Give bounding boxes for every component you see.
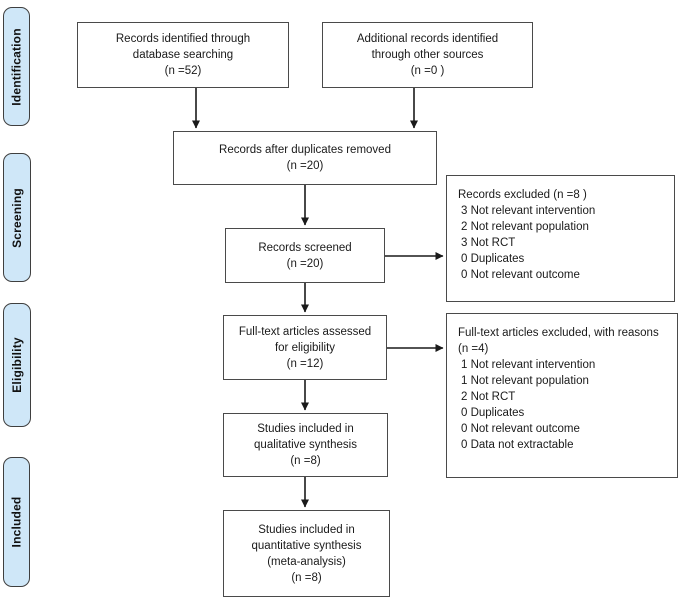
box-fulltext-excluded: Full-text articles excluded, with reason… [446, 313, 678, 478]
exclusion-reason: 0 Data not extractable [461, 439, 574, 451]
box-text: Studies included in [258, 523, 355, 536]
box-records-identified: Records identified through database sear… [77, 22, 289, 88]
exclusion-reason: 1 Not relevant intervention [461, 359, 596, 371]
exclusion-reason: 0 Not relevant outcome [461, 423, 580, 435]
box-count: (n =8) [290, 455, 321, 467]
box-text: Full-text articles assessed [238, 325, 372, 338]
box-count: (n =20) [286, 160, 324, 172]
box-text: Records excluded (n =8 ) [458, 189, 587, 201]
stage-included-label: Included [9, 496, 24, 548]
box-text: Records after duplicates removed [219, 144, 391, 156]
exclusion-reason: 0 Duplicates [461, 253, 525, 265]
box-text: Additional records identified [356, 33, 499, 45]
stage-screening-label: Screening [10, 187, 25, 248]
stage-eligibility: Eligibility [3, 303, 31, 427]
stage-included: Included [3, 457, 30, 587]
box-text: qualitative synthesis [254, 439, 357, 451]
box-text: Studies included in [257, 423, 354, 435]
box-text: Records identified through [115, 33, 251, 45]
box-count: (n =52) [164, 65, 202, 77]
box-count: (n =12) [286, 357, 324, 370]
stage-screening: Screening [3, 153, 31, 282]
box-qualitative-synthesis: Studies included in qualitative synthesi… [223, 413, 388, 477]
exclusion-reason: 1 Not relevant population [461, 375, 589, 387]
box-text: through other sources [371, 49, 484, 61]
box-records-excluded: Records excluded (n =8 ) 3 Not relevant … [446, 175, 675, 302]
box-count: (n =20) [286, 257, 324, 270]
box-text: database searching [132, 49, 234, 61]
box-text: for eligibility [274, 341, 336, 354]
box-count: (n =0 ) [410, 65, 445, 77]
box-text: quantitative synthesis [251, 539, 362, 552]
box-additional-records: Additional records identified through ot… [322, 22, 533, 88]
stage-identification: Identification [3, 7, 30, 126]
box-fulltext-assessed: Full-text articles assessed for eligibil… [223, 315, 387, 380]
box-text: Records screened [258, 241, 352, 254]
box-quantitative-synthesis: Studies included in quantitative synthes… [223, 510, 390, 597]
exclusion-reason: 0 Duplicates [461, 407, 525, 419]
box-count: (n =4) [458, 343, 489, 355]
exclusion-reason: 2 Not RCT [461, 391, 516, 403]
box-count: (n =8) [291, 571, 322, 584]
box-text: (meta-analysis) [267, 555, 346, 568]
stage-eligibility-label: Eligibility [10, 337, 25, 393]
exclusion-reason: 2 Not relevant population [461, 221, 589, 233]
box-records-screened: Records screened (n =20) [225, 228, 385, 283]
box-duplicates-removed: Records after duplicates removed (n =20) [173, 131, 437, 185]
exclusion-reason: 3 Not relevant intervention [461, 205, 596, 217]
exclusion-reason: 3 Not RCT [461, 237, 516, 249]
exclusion-reason: 0 Not relevant outcome [461, 269, 580, 281]
stage-identification-label: Identification [9, 27, 24, 106]
box-text: Full-text articles excluded, with reason… [458, 327, 659, 339]
